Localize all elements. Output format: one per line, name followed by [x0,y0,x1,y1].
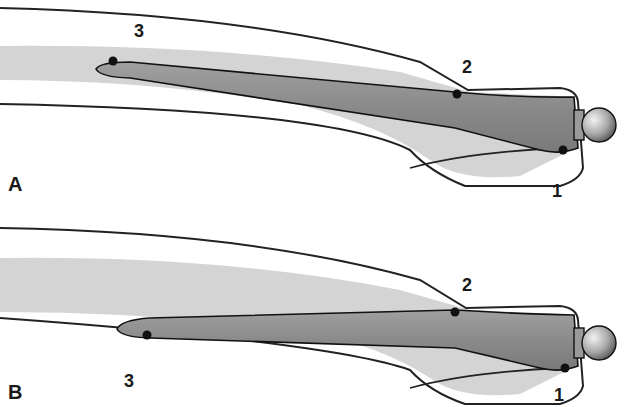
callout-number: 3 [134,22,144,40]
contact-point [143,331,152,340]
callout-number: 1 [552,182,562,200]
callout-number: 2 [462,58,472,76]
femur-outline [0,8,583,186]
callout-number: 3 [124,372,134,390]
lesser-trochanter-line [410,368,562,388]
callout-number: 1 [554,386,564,404]
panel-letter: A [8,174,22,194]
contact-point [109,57,118,66]
panel-letter: B [8,382,22,402]
contact-point [561,364,570,373]
prosthesis-stem [96,62,578,152]
prosthesis-head [582,326,616,360]
prosthesis-head [582,108,616,142]
contact-point [559,146,568,155]
callout-number: 2 [462,276,472,294]
panel-a [0,8,616,186]
prosthesis-stem [117,310,578,370]
contact-point [453,90,462,99]
contact-point [451,308,460,317]
lesser-trochanter-line [410,148,562,168]
femur-outline [0,228,583,404]
panel-b [0,228,616,404]
